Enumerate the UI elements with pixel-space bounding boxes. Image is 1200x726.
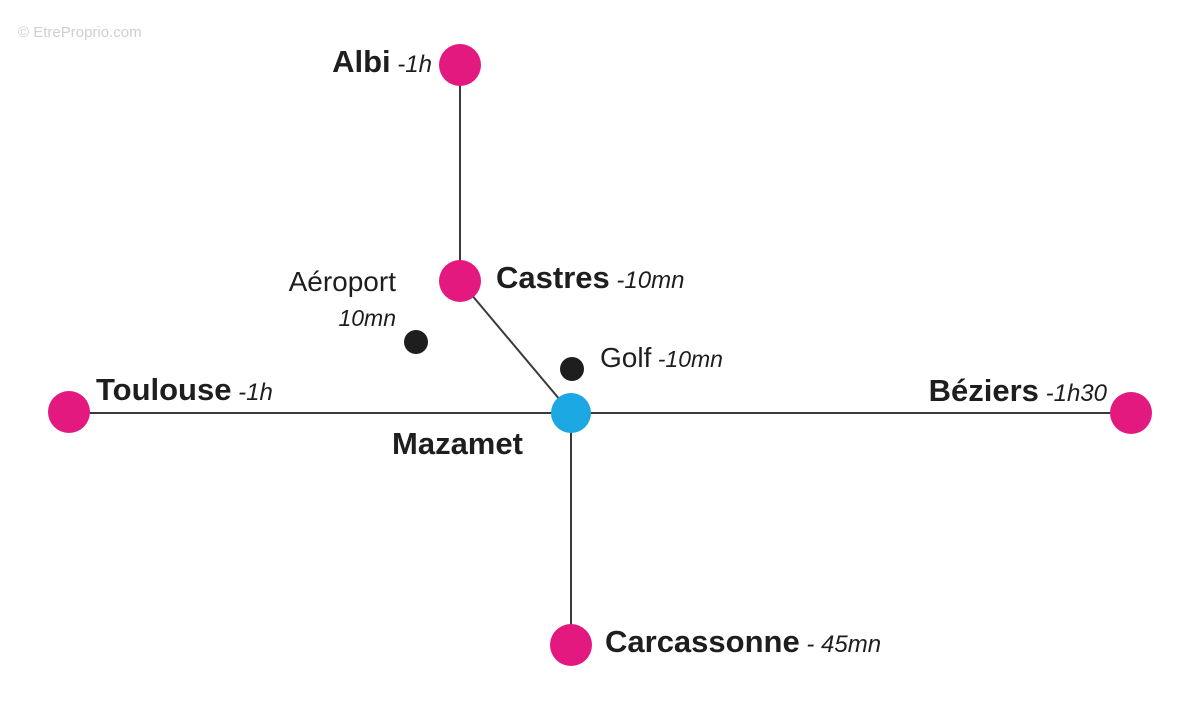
- beziers-label: Béziers -1h30: [929, 375, 1107, 406]
- castres-node: [439, 260, 481, 302]
- golf-label: Golf -10mn: [600, 344, 723, 372]
- albi-time: -1h: [390, 51, 432, 78]
- carcassonne-label: Carcassonne - 45mn: [605, 626, 881, 657]
- golf-time: -10mn: [651, 346, 723, 372]
- aeroport-name: Aéroport: [288, 266, 396, 297]
- castres-name: Castres: [496, 260, 610, 295]
- line-castres-mazamet: [459, 280, 572, 414]
- carcassonne-name: Carcassonne: [605, 624, 800, 659]
- mazamet-name: Mazamet: [392, 426, 523, 461]
- castres-time: -10mn: [609, 267, 685, 294]
- aeroport-time: 10mn: [338, 305, 396, 331]
- beziers-time: -1h30: [1038, 380, 1107, 407]
- castres-label: Castres -10mn: [496, 262, 684, 293]
- albi-label: Albi -1h: [332, 46, 432, 77]
- golf-name: Golf: [600, 342, 652, 373]
- carcassonne-time: - 45mn: [799, 631, 882, 658]
- albi-node: [439, 44, 481, 86]
- aeroport-marker: [404, 330, 428, 354]
- beziers-name: Béziers: [928, 373, 1039, 408]
- watermark: © EtreProprio.com: [18, 24, 142, 41]
- golf-marker: [560, 357, 584, 381]
- albi-name: Albi: [332, 44, 391, 79]
- mazamet-node: [551, 393, 591, 433]
- beziers-node: [1110, 392, 1152, 434]
- toulouse-label: Toulouse -1h: [96, 374, 273, 405]
- toulouse-name: Toulouse: [96, 372, 232, 407]
- carcassonne-node: [550, 624, 592, 666]
- toulouse-node: [48, 391, 90, 433]
- toulouse-time: -1h: [231, 379, 273, 406]
